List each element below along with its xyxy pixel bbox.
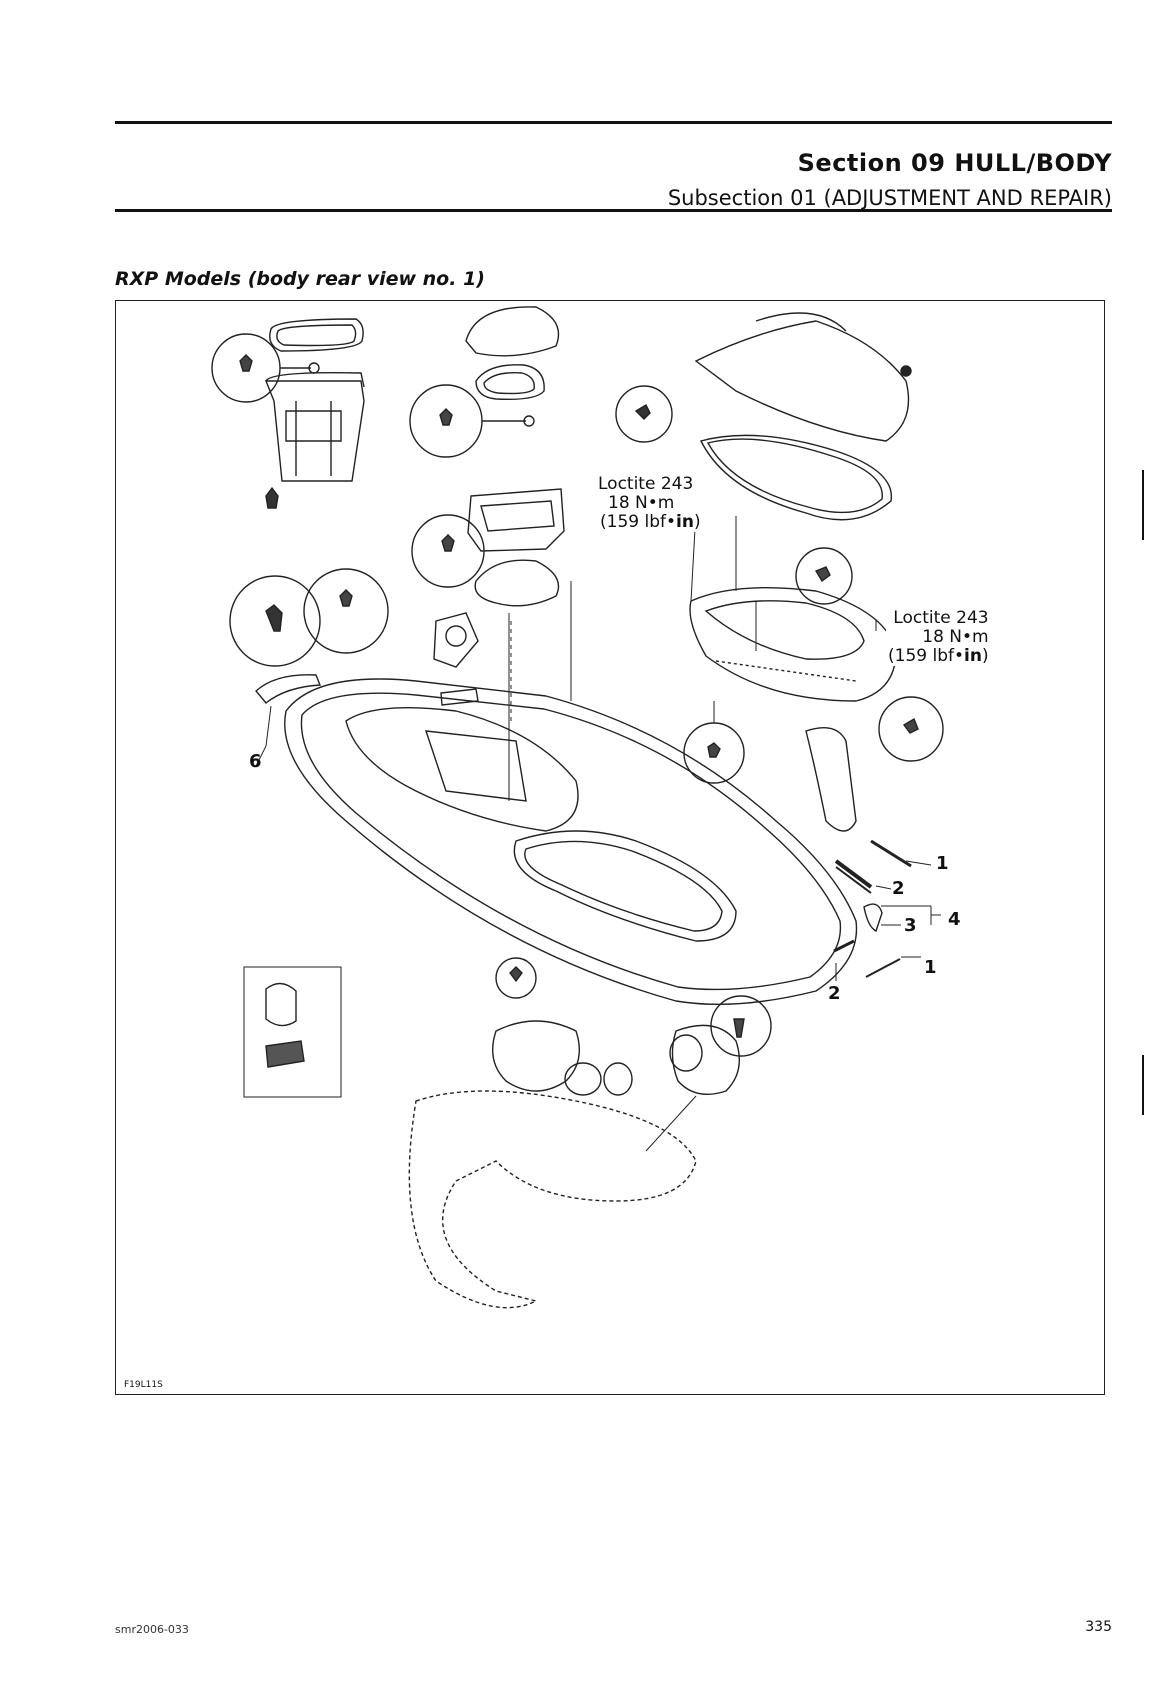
torque-right-product: Loctite 243 bbox=[888, 609, 989, 628]
rear-hatch-assembly bbox=[690, 313, 911, 831]
strap-parts bbox=[834, 841, 911, 977]
callout-1-upper: 1 bbox=[936, 853, 949, 874]
callout-4: 4 bbox=[948, 909, 961, 930]
storage-bin bbox=[266, 319, 364, 508]
callout-2-upper: 2 bbox=[892, 878, 905, 899]
torque-upper-imperial-unit: in bbox=[676, 512, 694, 532]
callout-2-lower: 2 bbox=[828, 983, 841, 1004]
document-id: smr2006-033 bbox=[115, 1623, 189, 1636]
exploded-view-drawing bbox=[116, 301, 1104, 1394]
seat-components bbox=[434, 307, 564, 705]
page-number: 335 bbox=[1085, 1619, 1112, 1635]
callout-3: 3 bbox=[904, 915, 917, 936]
header-top-rule bbox=[115, 121, 1112, 124]
torque-upper-imperial-suffix: ) bbox=[694, 512, 701, 532]
header-bottom-rule bbox=[115, 209, 1112, 212]
margin-mark-lower bbox=[1142, 1055, 1144, 1115]
figure-code: F19L11S bbox=[124, 1380, 163, 1390]
figure-title: RXP Models (body rear view no. 1) bbox=[115, 268, 485, 290]
subsection-title: Subsection 01 (ADJUSTMENT AND REPAIR) bbox=[668, 186, 1112, 210]
section-title: Section 09 HULL/BODY bbox=[798, 149, 1112, 177]
torque-upper-product: Loctite 243 bbox=[596, 475, 701, 494]
torque-upper-metric: 18 N•m bbox=[596, 494, 701, 513]
torque-right-imperial-prefix: (159 lbf• bbox=[888, 646, 964, 666]
rear-ducts bbox=[409, 1021, 739, 1308]
torque-right-metric: 18 N•m bbox=[888, 628, 989, 647]
torque-right-imperial-suffix: ) bbox=[982, 646, 989, 666]
hull-deck bbox=[256, 675, 857, 1005]
inset-detail bbox=[244, 967, 341, 1097]
callout-6: 6 bbox=[249, 751, 262, 772]
detail-circles bbox=[212, 334, 943, 1056]
torque-right-imperial-unit: in bbox=[964, 646, 982, 666]
margin-mark-upper bbox=[1142, 470, 1144, 540]
torque-upper-imperial: (159 lbf•in) bbox=[596, 513, 701, 532]
torque-right-imperial: (159 lbf•in) bbox=[888, 647, 989, 666]
exploded-view-figure: Loctite 243 18 N•m (159 lbf•in) Loctite … bbox=[115, 300, 1105, 1395]
torque-spec-right: Loctite 243 18 N•m (159 lbf•in) bbox=[886, 609, 991, 666]
callout-1-lower: 1 bbox=[924, 957, 937, 978]
torque-upper-imperial-prefix: (159 lbf• bbox=[600, 512, 676, 532]
torque-spec-upper: Loctite 243 18 N•m (159 lbf•in) bbox=[594, 475, 703, 532]
